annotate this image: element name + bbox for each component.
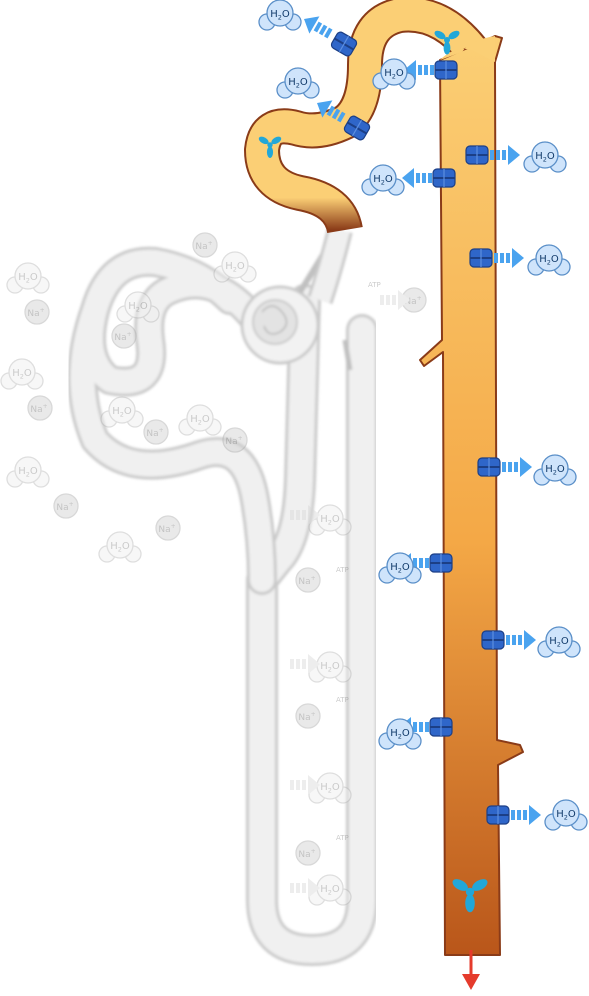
faded-sodium-icon <box>295 567 321 593</box>
water-exit-arrow-icon <box>494 248 524 268</box>
faded-sodium-icon <box>143 419 169 445</box>
faded-water-icon <box>0 358 44 390</box>
water-molecule-icon <box>276 67 320 99</box>
water-molecule-icon <box>258 0 302 31</box>
water-molecule-icon <box>527 244 571 276</box>
faded-water-icon <box>6 262 50 294</box>
water-molecule-icon <box>537 626 581 658</box>
faded-sodium-icon <box>295 840 321 866</box>
aquaporin-channel-icon <box>469 248 493 268</box>
faded-atp-label: ATP <box>336 566 349 574</box>
water-exit-arrow-icon <box>506 630 536 650</box>
faded-water-icon <box>6 456 50 488</box>
water-molecule-icon <box>361 164 405 196</box>
faded-atp-label: ATP <box>368 281 381 289</box>
faded-nephron-loop <box>67 226 378 966</box>
faded-sodium-icon <box>192 232 218 258</box>
faded-solute-labels: ATP ATP ATP ATP <box>0 232 427 906</box>
aquaporin-channel-icon <box>432 168 456 188</box>
aquaporin-channel-icon <box>486 805 510 825</box>
water-molecule-icon <box>523 141 567 173</box>
faded-sodium-icon <box>53 493 79 519</box>
water-exit-arrow-icon <box>402 168 432 188</box>
aquaporin-channel-icon <box>429 553 453 573</box>
water-molecule-icon <box>533 454 577 486</box>
urine-outflow-arrow-icon <box>462 950 480 990</box>
faded-sodium-icon <box>111 323 137 349</box>
faded-sodium-icon <box>295 703 321 729</box>
water-exit-arrow-icon <box>502 457 532 477</box>
aquaporin-channel-icon <box>429 717 453 737</box>
aquaporin-channel-icon <box>434 60 458 80</box>
aquaporin-channel-icon <box>477 457 501 477</box>
water-exit-arrow-icon <box>511 805 541 825</box>
faded-atp-label: ATP <box>336 834 349 842</box>
faded-sodium-icon <box>155 515 181 541</box>
faded-water-icon <box>178 404 222 436</box>
faded-water-icon <box>308 504 352 536</box>
aquaporin-channel-icon <box>481 630 505 650</box>
aquaporin-channel-icon <box>465 145 489 165</box>
water-molecule-icon <box>544 799 588 831</box>
water-molecule-icon <box>378 552 422 584</box>
faded-sodium-icon <box>24 299 50 325</box>
faded-water-icon <box>100 396 144 428</box>
faded-atp-label: ATP <box>336 696 349 704</box>
water-exit-arrow-icon <box>299 10 335 43</box>
faded-sodium-icon <box>27 395 53 421</box>
distal-convoluted-tubule <box>244 0 487 235</box>
faded-water-icon <box>98 531 142 563</box>
faded-sodium-icon <box>222 427 248 453</box>
faded-water-icon <box>213 251 257 283</box>
